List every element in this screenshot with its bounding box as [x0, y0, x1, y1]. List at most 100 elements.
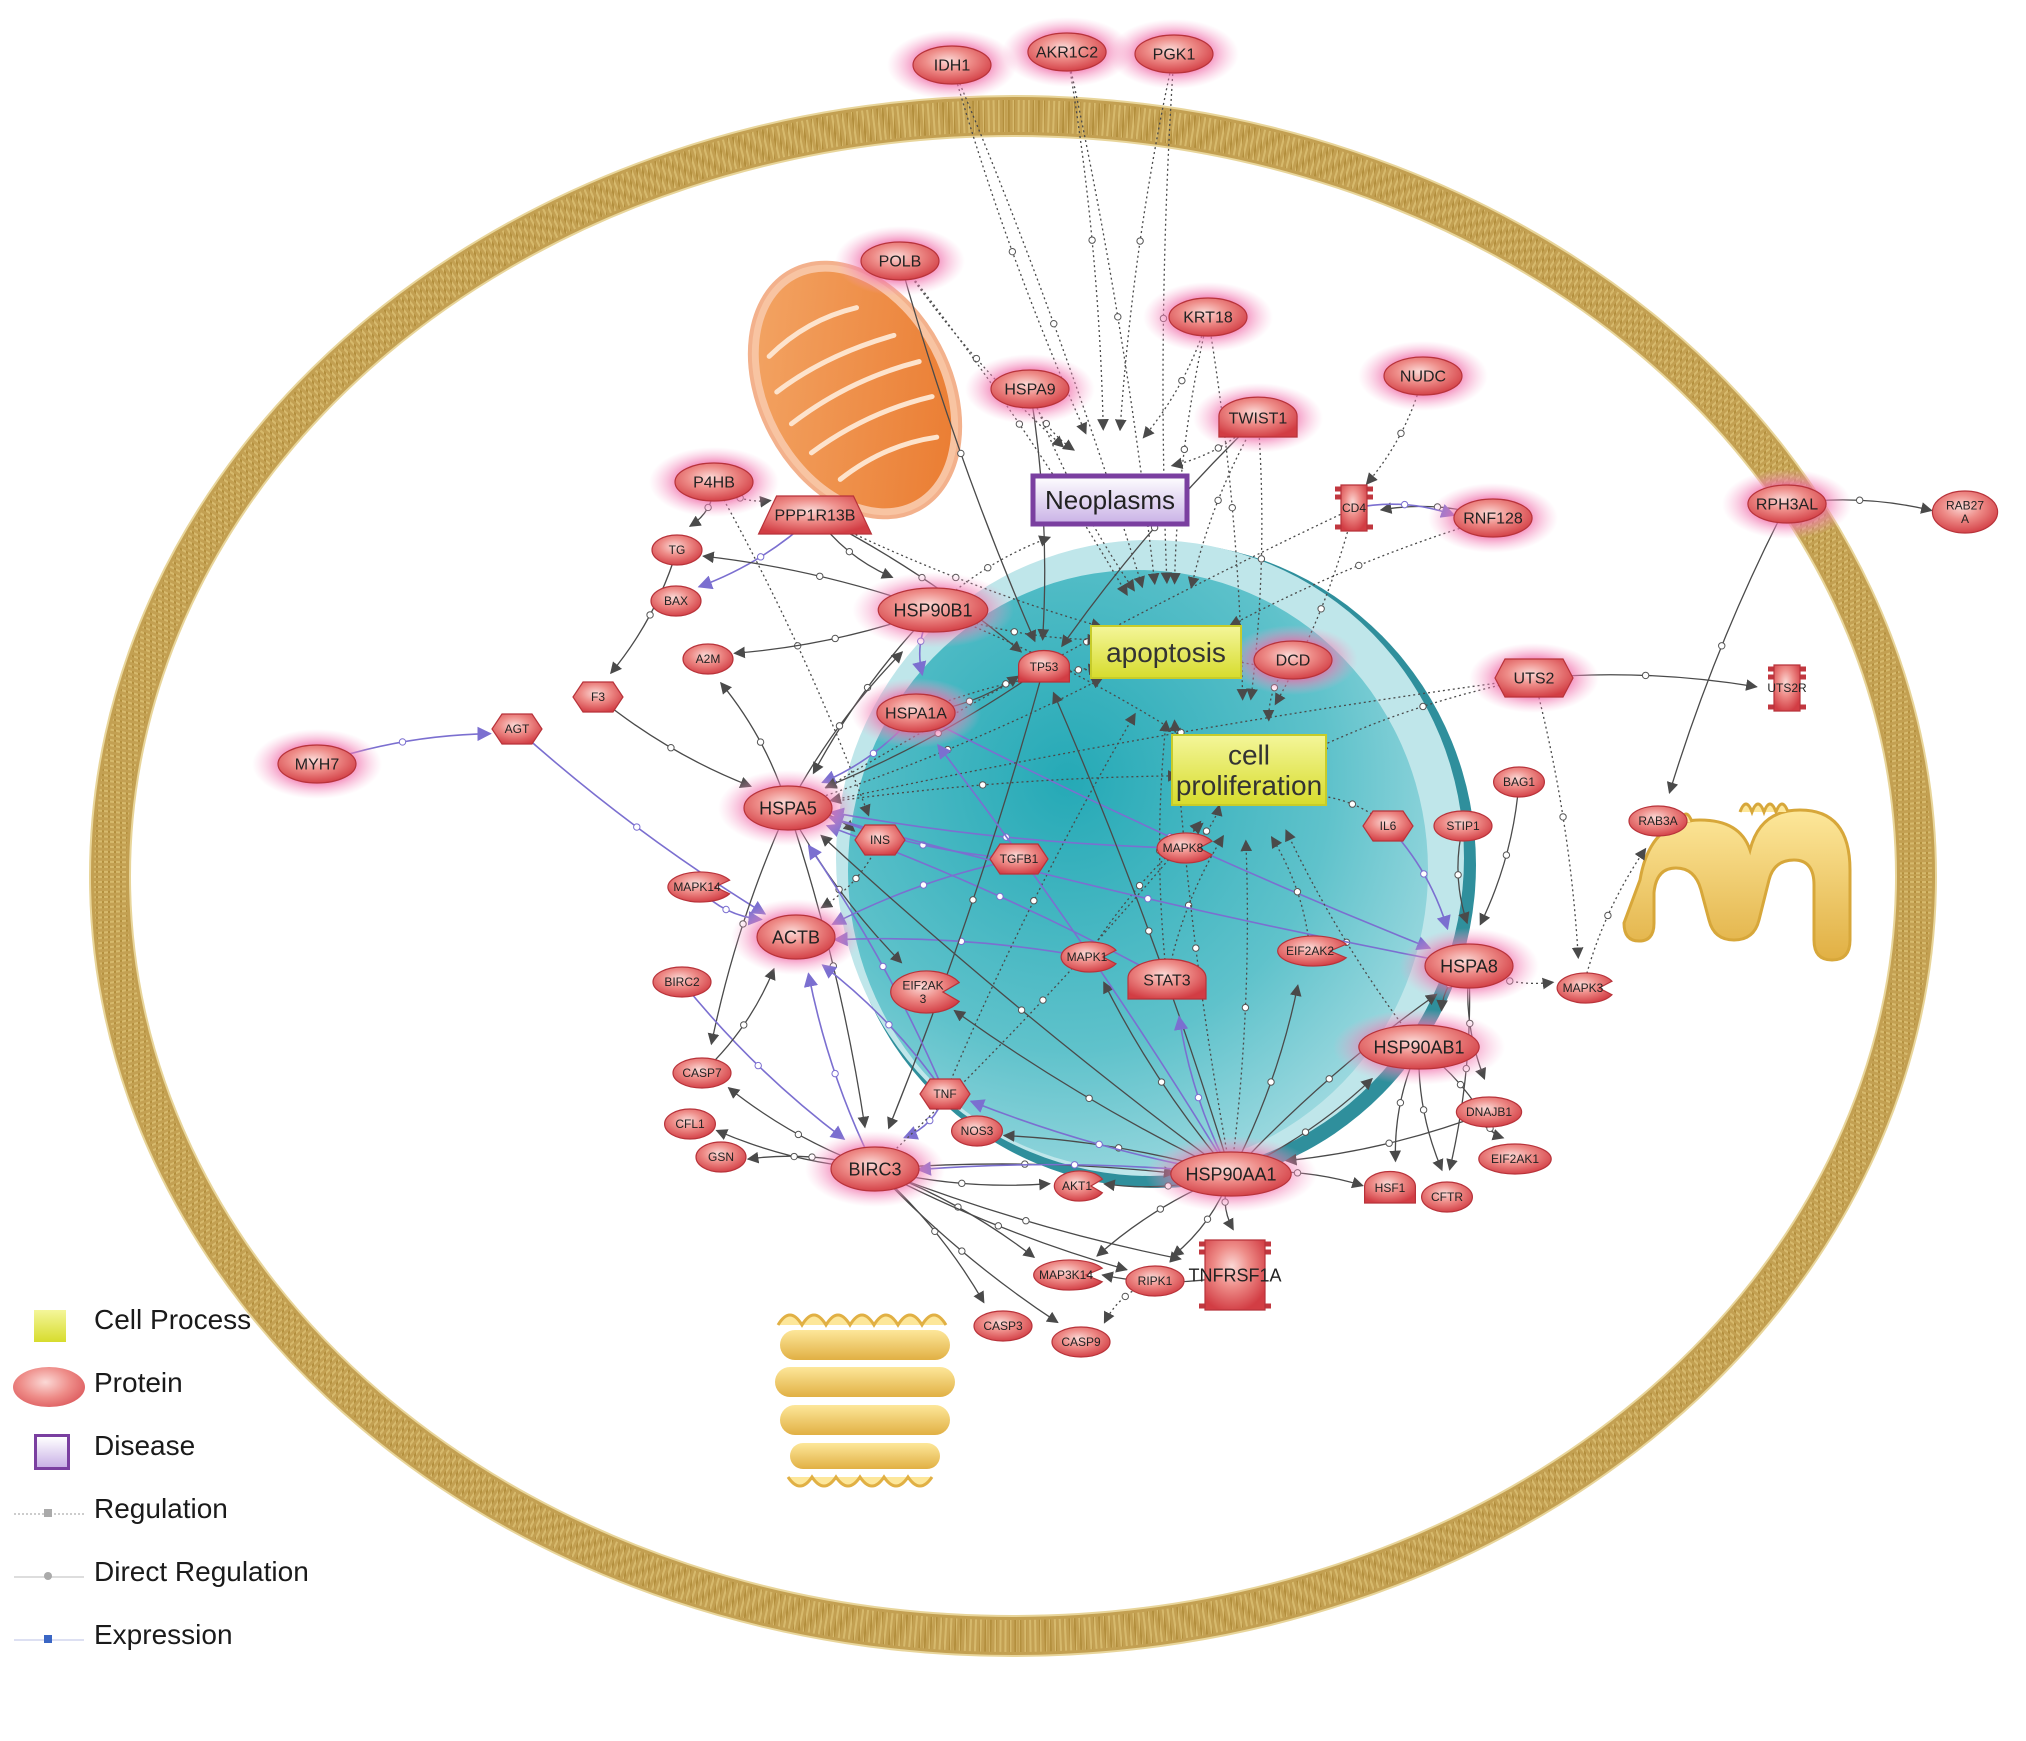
- edge-midpoint-marker: [1050, 319, 1058, 328]
- edge-midpoint-marker: [996, 892, 1004, 901]
- node-ripk1[interactable]: RIPK1: [1125, 1265, 1185, 1297]
- node-stat3[interactable]: STAT3: [1127, 958, 1207, 1000]
- node-shape-ellipse: [1170, 1151, 1292, 1197]
- node-neoplasms[interactable]: Neoplasms: [1030, 473, 1190, 527]
- edge-midpoint-marker: [1855, 496, 1864, 504]
- node-akt1[interactable]: AKT1: [1053, 1170, 1104, 1202]
- node-cfl1[interactable]: CFL1: [663, 1108, 716, 1140]
- node-shape-pacman: [1053, 1170, 1104, 1202]
- node-label: AKR1C2: [1036, 45, 1098, 62]
- node-mapk14[interactable]: MAPK14: [667, 871, 731, 903]
- node-idh1[interactable]: IDH1: [887, 30, 1017, 100]
- node-nudc[interactable]: NUDC: [1358, 341, 1488, 411]
- node-apoptosis[interactable]: apoptosis: [1090, 625, 1242, 679]
- edge-midpoint-marker: [1502, 851, 1511, 859]
- node-tnf[interactable]: TNF: [919, 1078, 971, 1110]
- node-myh7[interactable]: MYH7: [252, 729, 382, 799]
- node-shape-ellipse: [663, 1108, 716, 1140]
- node-cd4[interactable]: CD4: [1335, 484, 1373, 532]
- node-label: IL6: [1380, 819, 1397, 833]
- node-tgfb1[interactable]: TGFB1: [989, 843, 1049, 875]
- edge-midpoint-marker: [1083, 638, 1091, 646]
- node-a2m[interactable]: A2M: [682, 643, 734, 675]
- node-hspa8[interactable]: HSPA8: [1399, 928, 1539, 1004]
- node-hspa1a[interactable]: HSPA1A: [850, 678, 982, 748]
- node-hspa5[interactable]: HSPA5: [718, 770, 858, 846]
- node-stip1[interactable]: STIP1: [1433, 810, 1493, 842]
- node-shape-diamond: [919, 1078, 971, 1110]
- legend-label: Direct Regulation: [94, 1556, 309, 1587]
- node-hsp90aa1[interactable]: HSP90AA1: [1144, 1136, 1318, 1212]
- node-bax[interactable]: BAX: [650, 585, 702, 617]
- node-krt18[interactable]: KRT18: [1143, 282, 1273, 352]
- node-shape-ellipse: [1453, 498, 1533, 538]
- node-hsf1[interactable]: HSF1: [1364, 1170, 1416, 1204]
- node-il6[interactable]: IL6: [1362, 810, 1414, 842]
- node-dnajb1[interactable]: DNAJB1: [1455, 1096, 1523, 1128]
- node-polb[interactable]: POLB: [835, 226, 965, 296]
- node-uts2[interactable]: UTS2: [1469, 643, 1599, 713]
- node-f3[interactable]: F3: [572, 681, 624, 713]
- node-mapk8[interactable]: MAPK8: [1156, 832, 1213, 864]
- node-casp3[interactable]: CASP3: [973, 1310, 1033, 1342]
- edge-midpoint-marker: [1095, 1140, 1103, 1149]
- node-nos3[interactable]: NOS3: [950, 1115, 1003, 1147]
- edge-midpoint-marker: [1156, 1205, 1165, 1213]
- node-dcd[interactable]: DCD: [1228, 625, 1358, 695]
- edge-midpoint-marker: [1325, 1075, 1333, 1083]
- edge-reg: [1207, 316, 1249, 701]
- node-akr1c2[interactable]: AKR1C2: [1001, 17, 1133, 87]
- node-label: EIF2AK1: [1491, 1152, 1539, 1166]
- node-mapk1[interactable]: MAPK1: [1060, 941, 1117, 973]
- edge-midpoint-marker: [1144, 894, 1152, 903]
- node-shape-receptor_v: [1773, 664, 1801, 712]
- node-eif2ak2[interactable]: EIF2AK2: [1277, 935, 1348, 967]
- node-pgk1[interactable]: PGK1: [1109, 19, 1239, 89]
- node-label: KRT18: [1183, 310, 1233, 327]
- node-map3k14[interactable]: MAP3K14: [1033, 1259, 1104, 1291]
- node-rnf128[interactable]: RNF128: [1427, 483, 1559, 553]
- edge-midpoint-marker: [879, 962, 887, 971]
- node-hsp90ab1[interactable]: HSP90AB1: [1332, 1009, 1506, 1085]
- node-label: TWIST1: [1229, 411, 1288, 428]
- legend-label: Cell Process: [94, 1304, 252, 1335]
- node-tg[interactable]: TG: [651, 534, 703, 566]
- node-mapk3[interactable]: MAPK3: [1556, 972, 1613, 1004]
- node-ppp1r13b[interactable]: PPP1R13B: [757, 495, 873, 535]
- node-gsn[interactable]: GSN: [695, 1141, 747, 1173]
- node-tp53[interactable]: TP53: [1018, 649, 1070, 683]
- node-twist1[interactable]: TWIST1: [1192, 383, 1324, 453]
- node-uts2r[interactable]: UTS2R: [1767, 664, 1807, 712]
- node-label: TP53: [1030, 660, 1059, 674]
- node-tnfrsf1a[interactable]: TNFRSF1A: [1188, 1239, 1282, 1311]
- node-casp9[interactable]: CASP9: [1051, 1326, 1111, 1358]
- node-shape-trapezoid: [757, 495, 873, 535]
- node-birc2[interactable]: BIRC2: [652, 966, 712, 998]
- edge-midpoint-marker: [1145, 927, 1153, 935]
- node-bag1[interactable]: BAG1: [1492, 766, 1545, 798]
- node-agt[interactable]: AGT: [491, 713, 543, 745]
- node-hsp90b1[interactable]: HSP90B1: [852, 572, 1014, 648]
- node-ins[interactable]: INS: [854, 824, 906, 856]
- edge-midpoint-marker: [1241, 1003, 1250, 1012]
- node-rab3a[interactable]: RAB3A: [1628, 805, 1688, 837]
- node-actb[interactable]: ACTB: [731, 899, 861, 975]
- node-eif2ak1[interactable]: EIF2AK1: [1478, 1143, 1552, 1175]
- node-birc3[interactable]: BIRC3: [805, 1131, 945, 1207]
- node-p4hb[interactable]: P4HB: [649, 447, 779, 517]
- node-shape-ellipse: [651, 534, 703, 566]
- node-casp7[interactable]: CASP7: [672, 1057, 732, 1089]
- node-label: EIF2AK2: [1286, 944, 1334, 958]
- node-shape-ellipse: [1168, 297, 1248, 337]
- node-hspa9[interactable]: HSPA9: [965, 354, 1095, 424]
- node-shape-ellipse: [1628, 805, 1688, 837]
- node-rph3al[interactable]: RPH3AL: [1721, 469, 1853, 539]
- node-cftr[interactable]: CFTR: [1420, 1181, 1473, 1213]
- edge-midpoint-marker: [1348, 800, 1357, 808]
- edge-midpoint-marker: [852, 874, 860, 883]
- edge-midpoint-marker: [1454, 871, 1462, 879]
